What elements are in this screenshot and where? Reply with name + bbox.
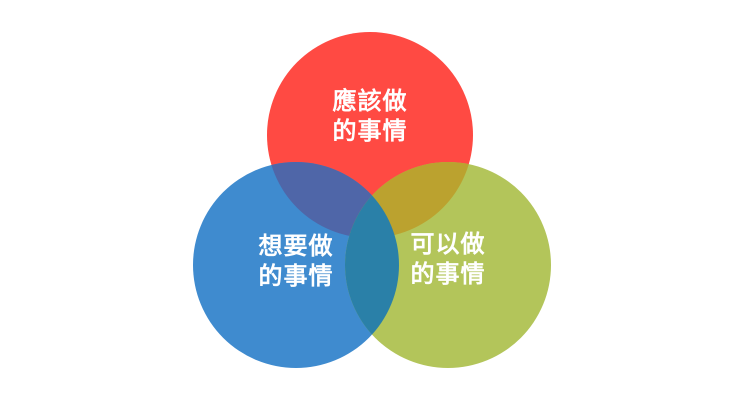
label-should-line1: 應該做	[332, 87, 408, 115]
label-want-line2: 的事情	[258, 262, 334, 290]
label-can: 可以做 的事情	[388, 229, 508, 289]
label-can-line1: 可以做	[410, 230, 486, 258]
overlap-should-want	[267, 162, 399, 238]
label-want: 想要做 的事情	[236, 231, 356, 291]
overlap-should-can	[345, 162, 473, 238]
label-want-line1: 想要做	[258, 232, 334, 260]
label-should: 應該做 的事情	[310, 86, 430, 146]
label-can-line2: 的事情	[410, 260, 486, 288]
label-should-line2: 的事情	[332, 117, 408, 145]
